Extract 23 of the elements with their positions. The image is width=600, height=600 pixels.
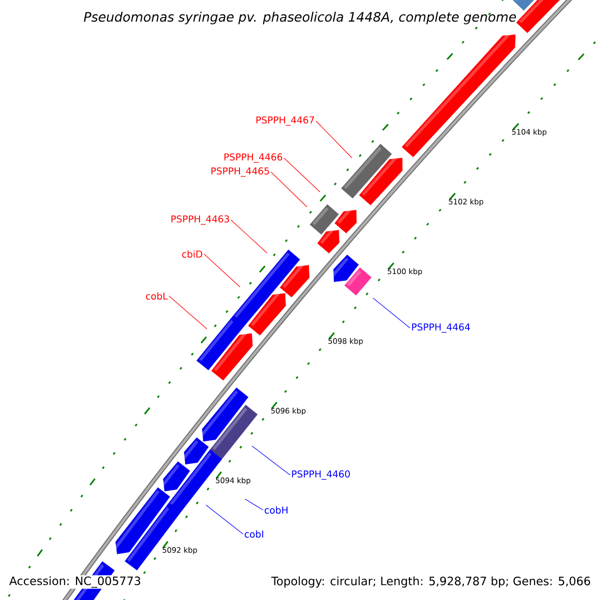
- leader-line: [316, 120, 352, 158]
- genome-info-text: Topology: circular; Length: 5,928,787 bp; Genes: 5,066: [270, 575, 592, 589]
- leader-line: [168, 296, 208, 330]
- leader-line: [244, 498, 264, 510]
- gene-label: PSPPH_4465: [211, 167, 269, 177]
- leader-line: [270, 172, 308, 208]
- gene-label: cobI: [244, 530, 264, 538]
- leader-line: [372, 298, 410, 328]
- leader-line: [230, 220, 268, 254]
- gene-label: cobL: [146, 292, 168, 300]
- leader-line: [252, 446, 290, 476]
- title: Pseudomonas syringae pv. phaseolicola 1448A, complete genome: [84, 12, 516, 24]
- leader-line: [204, 254, 240, 288]
- leader-line: [206, 504, 244, 534]
- gene-label: cobH: [264, 506, 288, 514]
- leader-line: [284, 158, 320, 192]
- gene-label: PSPPH_4466: [224, 153, 282, 163]
- gene-label: PSPPH_4463: [171, 215, 230, 225]
- accession-text: Accession: NC_005773: [8, 575, 142, 589]
- gene-label: PSPPH_4464: [412, 323, 470, 333]
- gene-label: cbiD: [182, 250, 202, 258]
- gene-label: PSPPH_4460: [292, 470, 350, 480]
- gene-label: PSPPH_4467: [256, 116, 314, 126]
